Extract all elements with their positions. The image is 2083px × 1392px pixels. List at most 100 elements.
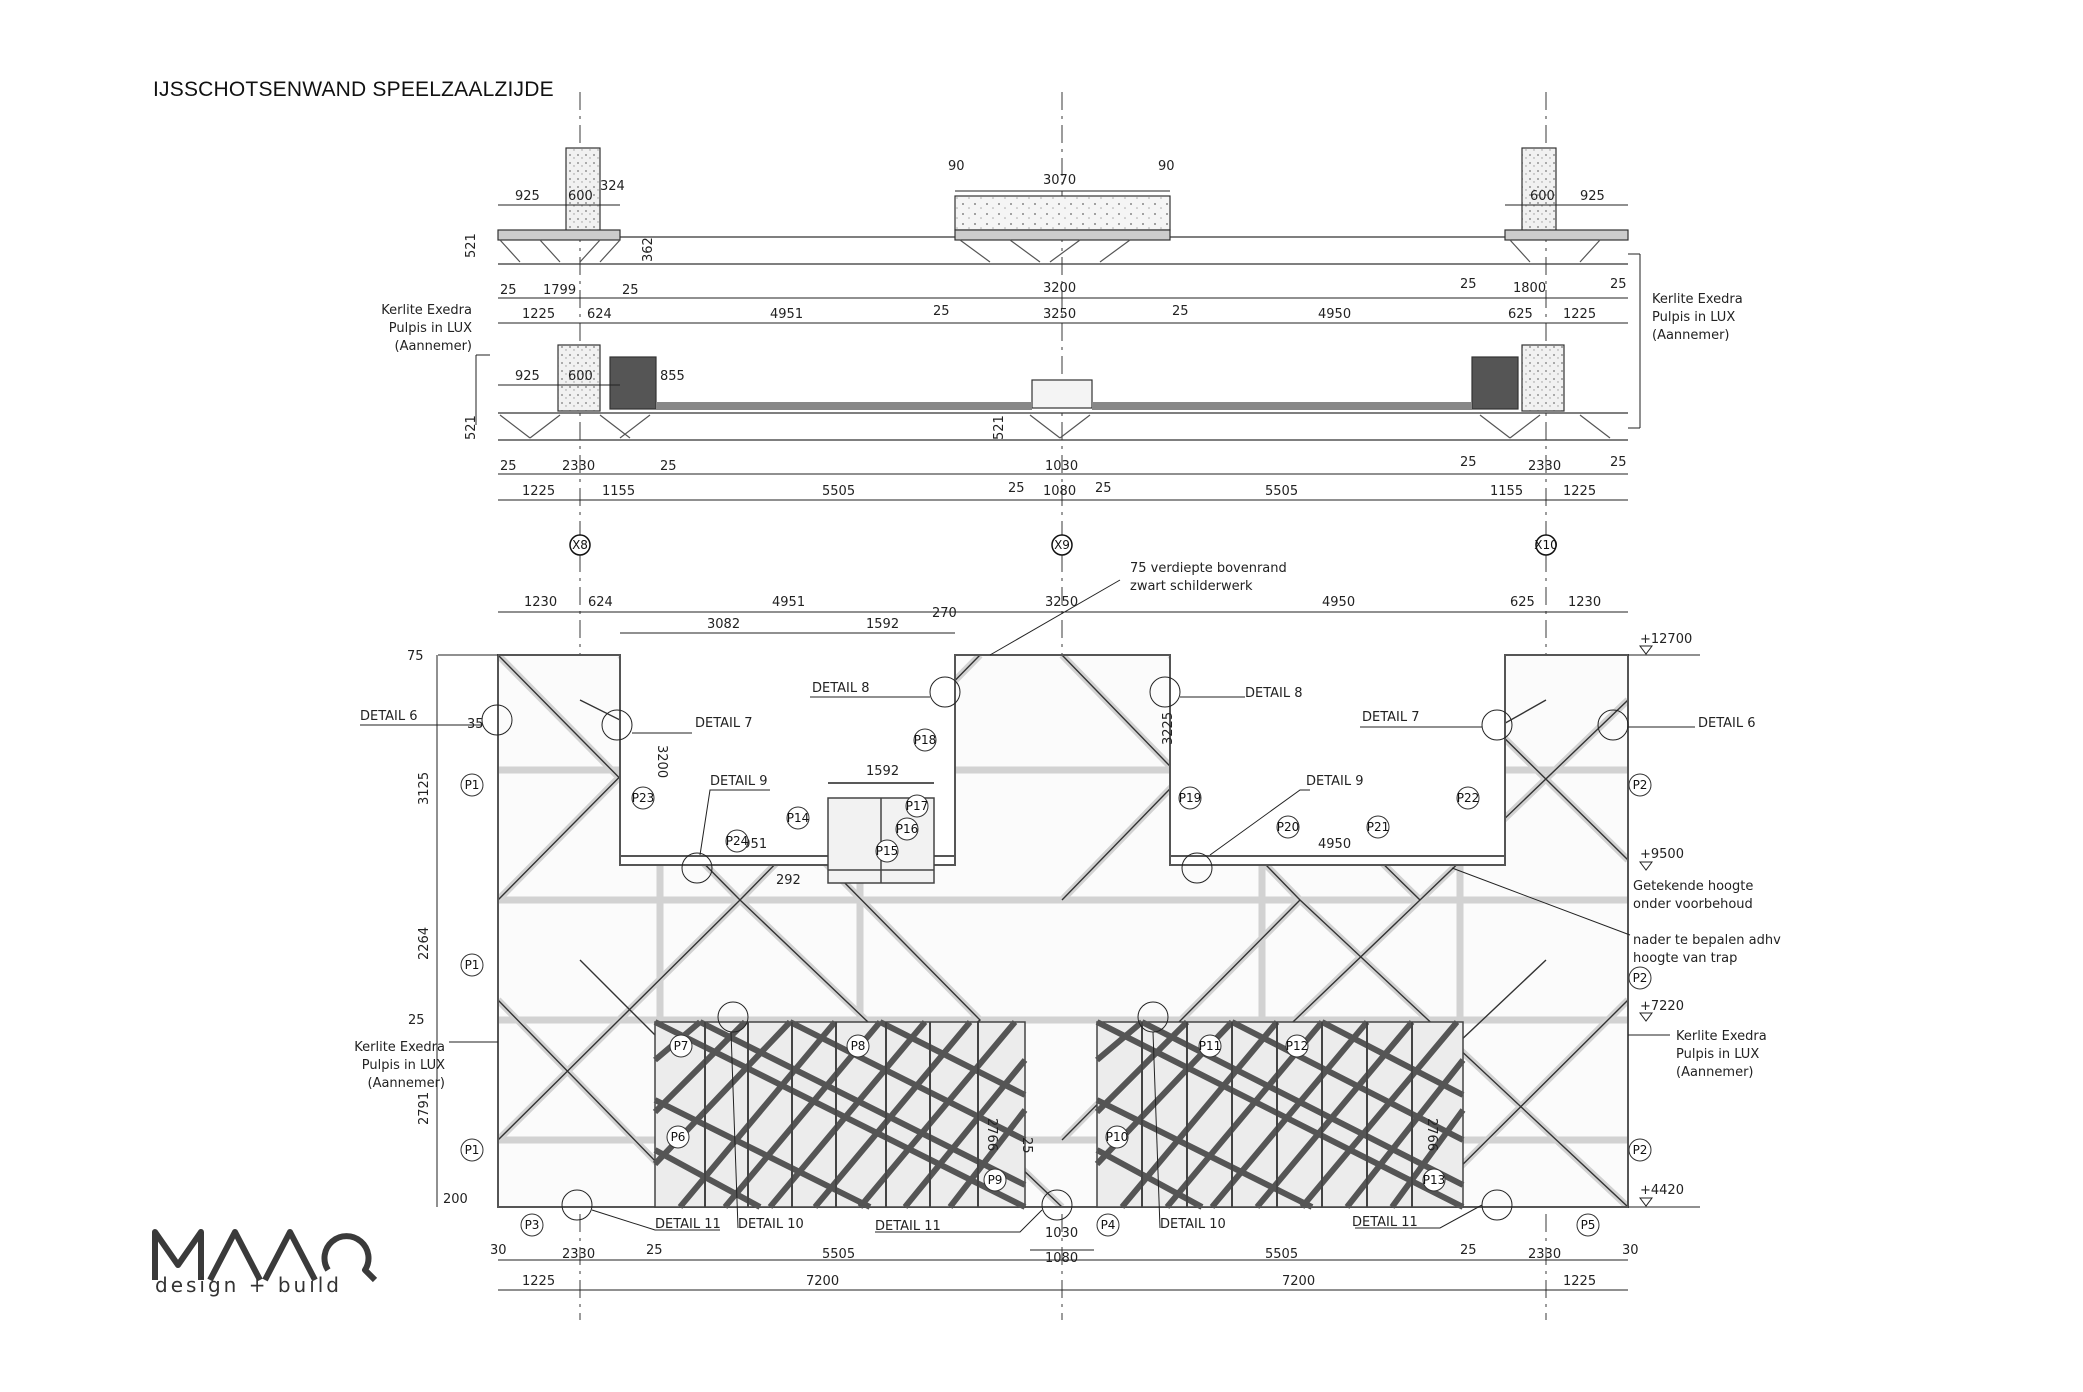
panel-tag-circle xyxy=(460,953,484,977)
panel-tag-p6: P6 xyxy=(671,1130,686,1144)
plan-top-r1-6: 25 xyxy=(1610,277,1627,292)
maaq-logo xyxy=(152,1229,378,1283)
panel-tag-circle xyxy=(1198,1034,1222,1058)
elevation-bottom-dims: 30 2330 25 5505 1030 5505 25 2330 30 122… xyxy=(490,1226,1639,1291)
logo-tagline: design + build xyxy=(155,1273,342,1297)
panel-tag-circle xyxy=(905,794,929,818)
plan-bottom-dim-600: 600 xyxy=(568,369,593,384)
kerlite-note-left: Kerlite Exedra Pulpis in LUX (Aannemer) xyxy=(381,303,490,425)
panel-tag-p21: P21 xyxy=(1367,820,1390,834)
plan-bottom-r2-7: 1155 xyxy=(1490,484,1523,499)
svg-text:+7220: +7220 xyxy=(1640,999,1684,1014)
panel-tag-p15: P15 xyxy=(876,844,899,858)
detail-10-left: DETAIL 10 xyxy=(738,1217,804,1232)
plan-top-r1-2: 25 xyxy=(622,283,639,298)
svg-text:75: 75 xyxy=(407,649,424,664)
panel-tag-circle xyxy=(846,1034,870,1058)
detail-9-left: DETAIL 9 xyxy=(710,774,768,789)
panel-tag-circle xyxy=(520,1213,544,1237)
elevation-notes: 75 verdiepte bovenrand zwart schilderwer… xyxy=(989,561,1781,966)
svg-text:2791: 2791 xyxy=(417,1092,432,1125)
plan-top-dim-324: 324 xyxy=(600,179,625,194)
panel-tag-circle xyxy=(1422,1168,1446,1192)
detail-6-left: DETAIL 6 xyxy=(360,709,418,724)
plan-top-r2-8: 1225 xyxy=(1563,307,1596,322)
detail-9-right: DETAIL 9 xyxy=(1306,774,1364,789)
panel-tag-p14: P14 xyxy=(787,811,810,825)
svg-text:(Aannemer): (Aannemer) xyxy=(395,339,473,354)
panel-tag-circle xyxy=(725,829,749,853)
axis-marker-x8 xyxy=(569,534,591,556)
panel-tag-p13: P13 xyxy=(1423,1173,1446,1187)
panel-tag-p18: P18 xyxy=(914,733,937,747)
svg-text:25: 25 xyxy=(1019,1137,1034,1154)
svg-text:1592: 1592 xyxy=(866,764,899,779)
axis-label-x8: X8 xyxy=(572,538,588,552)
svg-text:5505: 5505 xyxy=(1265,1247,1298,1262)
plan-bottom-r2-0: 1225 xyxy=(522,484,555,499)
panel-tag-circle xyxy=(1576,1213,1600,1237)
svg-text:Pulpis in LUX: Pulpis in LUX xyxy=(1676,1047,1759,1062)
svg-text:3250: 3250 xyxy=(1045,595,1078,610)
panel-tag-circle xyxy=(460,773,484,797)
svg-text:625: 625 xyxy=(1510,595,1535,610)
panel-tag-p23: P23 xyxy=(632,791,655,805)
plan-top-r2-7: 625 xyxy=(1508,307,1533,322)
panel-tag-circle xyxy=(1096,1213,1120,1237)
svg-text:4950: 4950 xyxy=(1318,837,1351,852)
plan-bottom-r2-6: 5505 xyxy=(1265,484,1298,499)
plan-top-dim-362: 362 xyxy=(641,237,656,262)
svg-text:Getekende hoogte: Getekende hoogte xyxy=(1633,879,1753,894)
plan-bottom-r1-2: 25 xyxy=(660,459,677,474)
plan-top-r2-4: 3250 xyxy=(1043,307,1076,322)
elevation-left-dims: 75 35 3125 2264 25 2791 200 3200 3225 49… xyxy=(407,649,1439,1207)
plan-top-r2-0: 1225 xyxy=(522,307,555,322)
panel-tag-p19: P19 xyxy=(1179,791,1202,805)
svg-text:75 verdiepte bovenrand: 75 verdiepte bovenrand xyxy=(1130,561,1287,576)
kerlite-note-right: Kerlite Exedra Pulpis in LUX (Aannemer) xyxy=(1628,253,1743,429)
plan-top-r2-5: 25 xyxy=(1172,304,1189,319)
svg-text:3225: 3225 xyxy=(1161,712,1176,745)
sheet-title: IJSSCHOTSENWAND SPEELZAALZIJDE xyxy=(153,78,554,101)
plan-top-r2-1: 624 xyxy=(587,307,612,322)
plan-bottom-r2-2: 5505 xyxy=(822,484,855,499)
svg-text:Pulpis in LUX: Pulpis in LUX xyxy=(389,321,472,336)
plan-top-r2-6: 4950 xyxy=(1318,307,1351,322)
svg-text:270: 270 xyxy=(932,606,957,621)
panel-tag-circle xyxy=(1628,966,1652,990)
elevation-top-dims: 1230 624 4951 3250 4950 625 1230 3082 15… xyxy=(498,595,1628,634)
plan-top-dim-3070: 3070 xyxy=(1043,173,1076,188)
plan-bottom-r2-3: 25 xyxy=(1008,481,1025,496)
axis-marker-x10 xyxy=(1535,534,1557,556)
plan-bottom-r2-5: 25 xyxy=(1095,481,1112,496)
svg-text:1225: 1225 xyxy=(522,1274,555,1289)
panel-tag-p20: P20 xyxy=(1277,820,1300,834)
svg-text:Kerlite Exedra: Kerlite Exedra xyxy=(381,303,472,318)
svg-text:1592: 1592 xyxy=(866,617,899,632)
svg-text:1030: 1030 xyxy=(1045,1226,1078,1241)
panel-tag-circle xyxy=(786,806,810,830)
detail-10-right: DETAIL 10 xyxy=(1160,1217,1226,1232)
panel-tag-circle xyxy=(875,839,899,863)
plan-bottom-r1-4: 25 xyxy=(1460,455,1477,470)
plan-bottom-r1-1: 2330 xyxy=(562,459,595,474)
plan-bottom-r2-4: 1080 xyxy=(1043,484,1076,499)
plan-top-dim-600a: 600 xyxy=(568,189,593,204)
panel-tag-circle xyxy=(666,1125,690,1149)
svg-text:30: 30 xyxy=(1622,1243,1639,1258)
svg-text:2330: 2330 xyxy=(1528,1247,1561,1262)
panel-tag-circle xyxy=(1285,1034,1309,1058)
panel-tag-circle xyxy=(895,817,919,841)
plan-bottom-r1-3: 1030 xyxy=(1045,459,1078,474)
svg-text:Kerlite Exedra: Kerlite Exedra xyxy=(1676,1029,1767,1044)
svg-text:+9500: +9500 xyxy=(1640,847,1684,862)
svg-text:200: 200 xyxy=(443,1192,468,1207)
panel-tag-p8: P8 xyxy=(851,1039,866,1053)
plan-bottom-dim-521b: 521 xyxy=(992,415,1007,440)
panel-tag-circle xyxy=(983,1168,1007,1192)
level-markers: +12700 +9500 +7220 +4420 xyxy=(1628,632,1700,1208)
detail-6-left-marker xyxy=(481,704,513,736)
plan-top-r1-5: 1800 xyxy=(1513,281,1546,296)
kerlite-note-elevation-left: Kerlite Exedra Pulpis in LUX (Aannemer) xyxy=(354,1040,498,1091)
